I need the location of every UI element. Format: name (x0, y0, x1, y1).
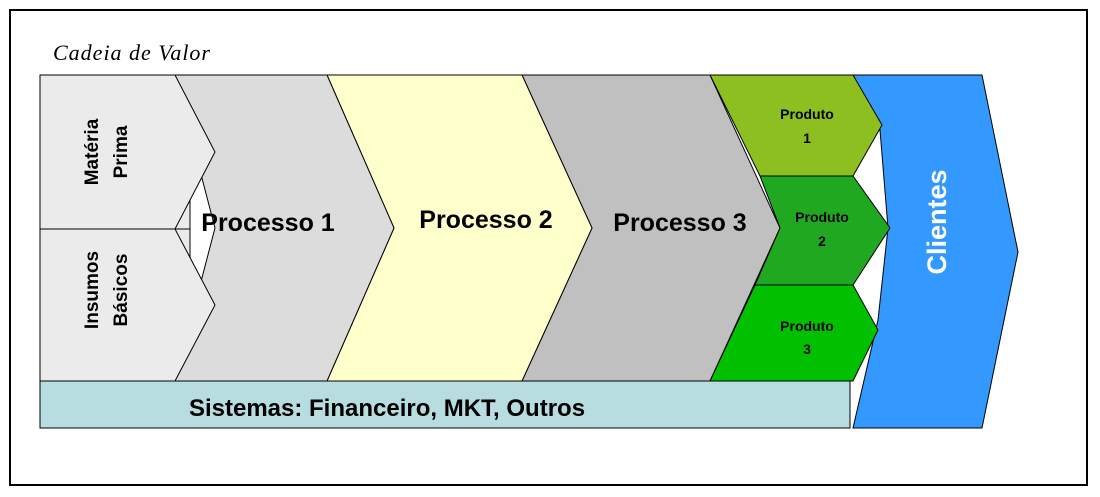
input-2-label-line1: Insumos (82, 251, 103, 329)
clients-label: Clientes (922, 169, 952, 274)
product-2-label-line2: 2 (818, 233, 826, 249)
input-2-arrow-tip (39, 228, 216, 382)
process-2-label: Processo 2 (419, 206, 552, 234)
systems-label: Sistemas: Financeiro, MKT, Outros (189, 395, 585, 422)
product-1-label-line2: 1 (803, 130, 811, 146)
input-1-label-line2: Prima (111, 125, 132, 178)
process-1-label: Processo 1 (201, 209, 335, 237)
diagram-title: Cadeia de Valor (53, 40, 211, 65)
input-1-label-line1: Matéria (82, 118, 103, 185)
product-3-label-line2: 3 (803, 341, 811, 357)
process-3-label: Processo 3 (613, 209, 746, 237)
product-1-arrow (709, 74, 883, 177)
input-1-arrow-tip (39, 74, 216, 230)
product-3-label-line1: Produto (780, 318, 834, 334)
product-2-label-line1: Produto (795, 209, 849, 225)
product-1-label-line1: Produto (780, 106, 834, 122)
systems-bar (39, 380, 851, 429)
product-3-arrow (709, 284, 879, 382)
input-2-label-line2: Básicos (111, 254, 132, 327)
clients-chevron (852, 74, 1019, 429)
